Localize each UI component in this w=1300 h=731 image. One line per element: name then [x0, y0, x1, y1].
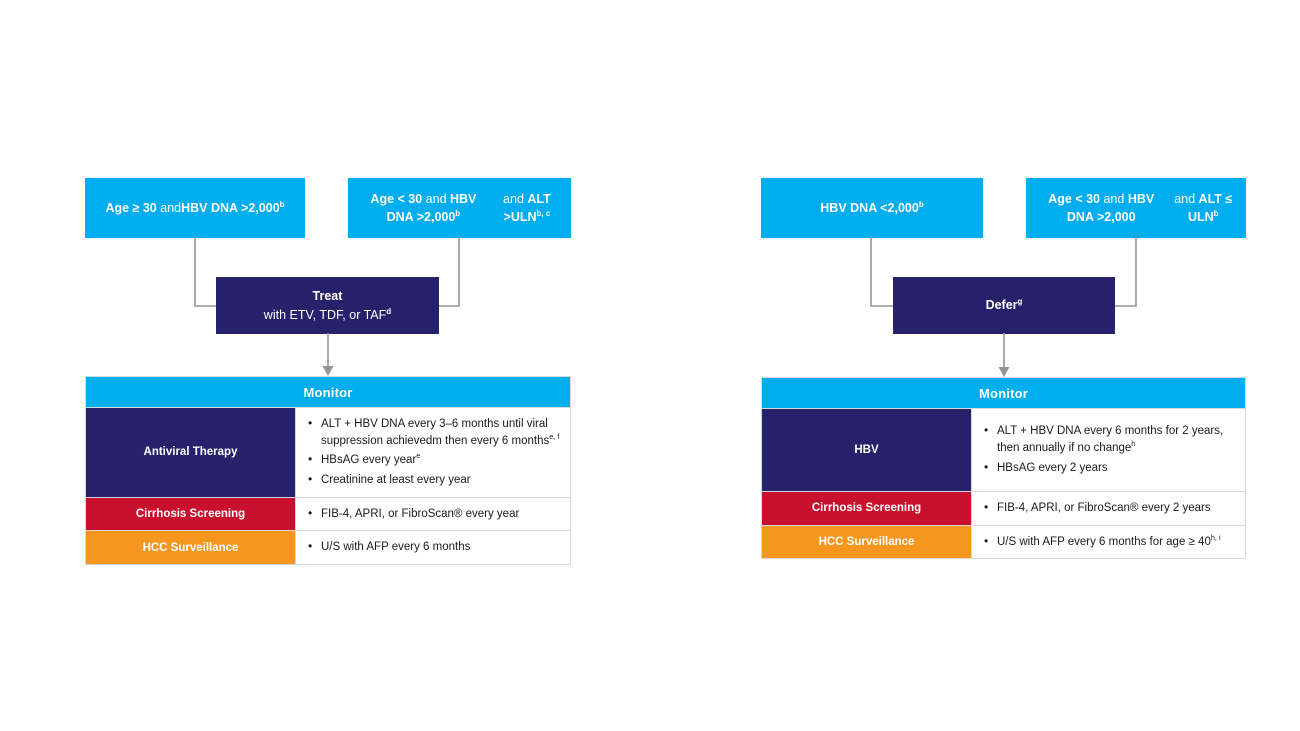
row-label: Cirrhosis Screening: [762, 492, 971, 525]
table-row: Antiviral Therapy ALT + HBV DNA every 3–6…: [86, 407, 570, 497]
list-item: ALT + HBV DNA every 6 months for 2 years…: [984, 422, 1235, 456]
table-row: HBV ALT + HBV DNA every 6 months for 2 ye…: [762, 408, 1245, 491]
footnote-marker: b: [918, 199, 924, 209]
list-item: U/S with AFP every 6 months for age ≥ 40…: [984, 532, 1235, 551]
row-content: ALT + HBV DNA every 3–6 months until vir…: [295, 408, 570, 497]
table-row: HCC Surveillance U/S with AFP every 6 mon…: [86, 530, 570, 565]
action-box-defer: Deferg: [893, 277, 1115, 334]
criteria-line: and ALT ≤ ULNb: [1168, 190, 1238, 226]
criteria-segment: HBV DNA >2,000: [386, 191, 477, 224]
list-item: FIB-4, APRI, or FibroScan® every 2 years: [984, 499, 1235, 517]
connector-defer-to-monitor: [998, 333, 1010, 377]
row-content: FIB-4, APRI, or FibroScan® every year: [295, 497, 570, 531]
criteria-segment: HBV DNA >2,000: [181, 200, 280, 215]
row-label: HCC Surveillance: [86, 531, 295, 565]
criteria-line: Age < 30 and HBV DNA >2,000b: [356, 190, 491, 226]
footnote-marker: e, f: [549, 431, 560, 441]
monitor-header: Monitor: [762, 378, 1245, 408]
list-item: FIB-4, APRI, or FibroScan® every year: [308, 505, 560, 523]
row-content: U/S with AFP every 6 months: [295, 531, 570, 565]
list-item: HBsAG every yeare: [308, 451, 560, 469]
list-item: U/S with AFP every 6 months: [308, 538, 560, 556]
action-text: Treat with ETV, TDF, or TAFd: [264, 287, 391, 325]
action-text: Deferg: [986, 296, 1023, 315]
row-label: Antiviral Therapy: [86, 408, 295, 497]
row-label: HCC Surveillance: [762, 525, 971, 559]
list-item: Creatinine at least every year: [308, 471, 560, 489]
criteria-segment: HBV DNA >2,000: [1066, 191, 1155, 224]
criteria-segment: Age < 30: [370, 191, 423, 206]
criteria-segment: and: [503, 191, 528, 206]
footnote-marker: e: [416, 451, 421, 461]
criteria-segment: and: [1174, 191, 1199, 206]
criteria-segment: and: [422, 191, 450, 206]
footnote-marker: h: [1131, 439, 1136, 449]
criteria-segment: and: [156, 200, 182, 215]
footnote-marker: g: [1017, 296, 1023, 306]
list-item: ALT + HBV DNA every 3–6 months until vir…: [308, 415, 560, 449]
connector-treat-to-monitor: [322, 333, 334, 376]
criteria-line: and ALT >ULNb, c: [491, 190, 563, 226]
row-content: U/S with AFP every 6 months for age ≥ 40…: [971, 525, 1245, 559]
row-label: Cirrhosis Screening: [86, 497, 295, 531]
criteria-line: Age ≥ 30 and: [105, 199, 181, 217]
criteria-line: Age < 30 and HBV DNA >2,000: [1034, 190, 1168, 226]
footnote-marker: h, i: [1210, 532, 1221, 542]
criteria-segment: Age ≥ 30: [105, 200, 157, 215]
row-content: FIB-4, APRI, or FibroScan® every 2 years: [971, 492, 1245, 525]
table-row: Cirrhosis Screening FIB-4, APRI, or Fibro…: [762, 491, 1245, 525]
monitor-header: Monitor: [86, 377, 570, 407]
action-title: Treat: [312, 288, 343, 303]
row-content: ALT + HBV DNA every 6 months for 2 years…: [971, 409, 1245, 491]
criteria-segment: ALT >ULN: [503, 191, 551, 224]
row-label: HBV: [762, 409, 971, 491]
criteria-segment: and: [1100, 191, 1128, 206]
criteria-box-hbv-dna-under-2000: HBV DNA <2,000b: [761, 178, 983, 238]
footnote-marker: d: [386, 306, 392, 316]
criteria-line: HBV DNA <2,000b: [820, 199, 923, 217]
criteria-segment: HBV DNA <2,000: [820, 200, 919, 215]
footnote-marker: b: [279, 199, 285, 209]
action-title: Deferg: [985, 296, 1023, 313]
footnote-marker: b, c: [536, 208, 551, 218]
action-subtitle: with ETV, TDF, or TAFd: [263, 306, 392, 322]
list-item: HBsAG every 2 years: [984, 459, 1235, 477]
footnote-marker: b: [455, 208, 461, 218]
criteria-segment: Age < 30: [1048, 191, 1100, 206]
criteria-segment: ALT ≤ ULN: [1187, 191, 1233, 224]
criteria-line: HBV DNA >2,000b: [181, 199, 284, 217]
table-row: HCC Surveillance U/S with AFP every 6 mon…: [762, 524, 1245, 559]
action-box-treat: Treat with ETV, TDF, or TAFd: [216, 277, 439, 334]
table-row: Cirrhosis Screening FIB-4, APRI, or Fibro…: [86, 496, 570, 531]
footnote-marker: b: [1213, 208, 1219, 218]
